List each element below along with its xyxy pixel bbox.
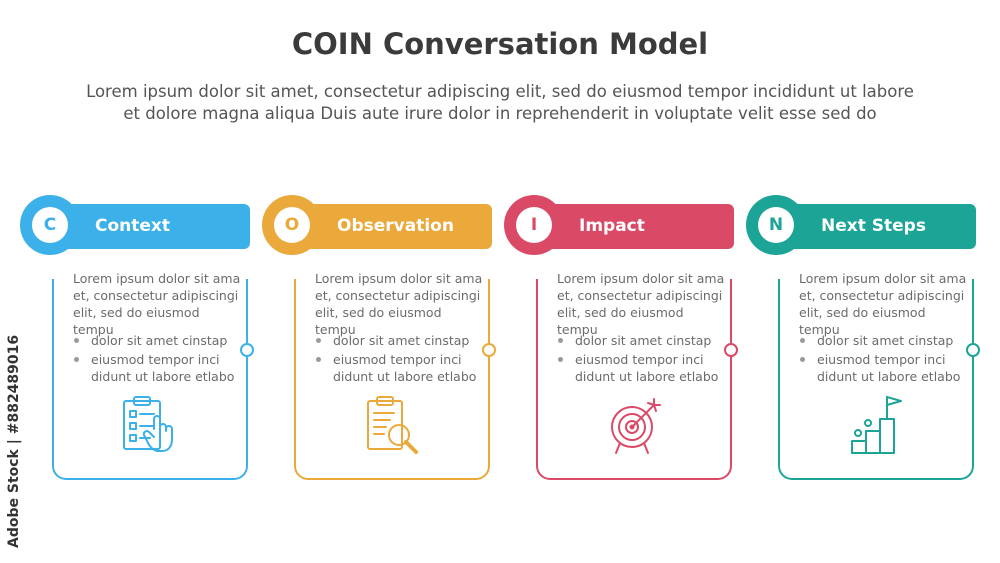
connector-dot [966, 343, 980, 357]
step-card-observation: O Observation Lorem ipsum dolor sit ama … [262, 195, 502, 485]
step-label: Context [95, 216, 171, 236]
list-item: eiusmod tempor inci didunt ut labore etl… [73, 351, 245, 385]
card-frame [536, 279, 732, 480]
card-frame [52, 279, 248, 480]
card-frame [778, 279, 974, 480]
bullet-list: dolor sit amet cinstap eiusmod tempor in… [557, 332, 729, 387]
letter-text: C [32, 207, 68, 243]
page-subtitle: Lorem ipsum dolor sit amet, consectetur … [40, 81, 960, 125]
bullet-list: dolor sit amet cinstap eiusmod tempor in… [315, 332, 487, 387]
clipboard-magnifier-icon [367, 396, 418, 454]
card-frame [294, 279, 490, 480]
header-bar [534, 204, 734, 249]
header-bar [292, 204, 492, 249]
subtitle-line-2: et dolore magna aliqua Duis aute irure d… [123, 104, 877, 123]
list-item: eiusmod tempor inci didunt ut labore etl… [799, 351, 971, 385]
list-item: dolor sit amet cinstap [799, 332, 971, 349]
list-item: dolor sit amet cinstap [315, 332, 487, 349]
page-title: COIN Conversation Model [291, 27, 709, 61]
list-item: dolor sit amet cinstap [73, 332, 245, 349]
list-item: eiusmod tempor inci didunt ut labore etl… [557, 351, 729, 385]
header-bar [776, 204, 976, 249]
step-description: Lorem ipsum dolor sit ama et, consectetu… [799, 271, 967, 337]
step-description: Lorem ipsum dolor sit ama et, consectetu… [315, 271, 483, 337]
letter-text: O [274, 207, 310, 243]
clipboard-hand-icon [123, 396, 173, 452]
connector-dot [724, 343, 738, 357]
connector-dot [240, 343, 254, 357]
letter-badge: N [746, 195, 806, 255]
header-bar [50, 204, 250, 249]
step-label: Next Steps [821, 216, 926, 236]
step-label: Observation [337, 216, 454, 236]
step-description: Lorem ipsum dolor sit ama et, consectetu… [557, 271, 725, 337]
letter-text: N [758, 207, 794, 243]
list-item: dolor sit amet cinstap [557, 332, 729, 349]
connector-dot [482, 343, 496, 357]
step-description: Lorem ipsum dolor sit ama et, consectetu… [73, 271, 241, 337]
letter-badge: I [504, 195, 564, 255]
step-card-impact: I Impact Lorem ipsum dolor sit ama et, c… [504, 195, 744, 485]
step-card-context: C Context Lorem ipsum dolor sit ama et, … [20, 195, 260, 485]
watermark-text: Adobe Stock | #882489016 [6, 334, 22, 548]
stairs-flag-icon [851, 396, 902, 454]
bullet-list: dolor sit amet cinstap eiusmod tempor in… [73, 332, 245, 387]
letter-badge: C [20, 195, 80, 255]
list-item: eiusmod tempor inci didunt ut labore etl… [315, 351, 487, 385]
step-card-next-steps: N Next Steps Lorem ipsum dolor sit ama e… [746, 195, 986, 485]
letter-badge: O [262, 195, 322, 255]
bullet-list: dolor sit amet cinstap eiusmod tempor in… [799, 332, 971, 387]
subtitle-line-1: Lorem ipsum dolor sit amet, consectetur … [86, 82, 914, 101]
target-arrow-icon [611, 398, 661, 454]
letter-text: I [516, 207, 552, 243]
step-label: Impact [579, 216, 645, 236]
